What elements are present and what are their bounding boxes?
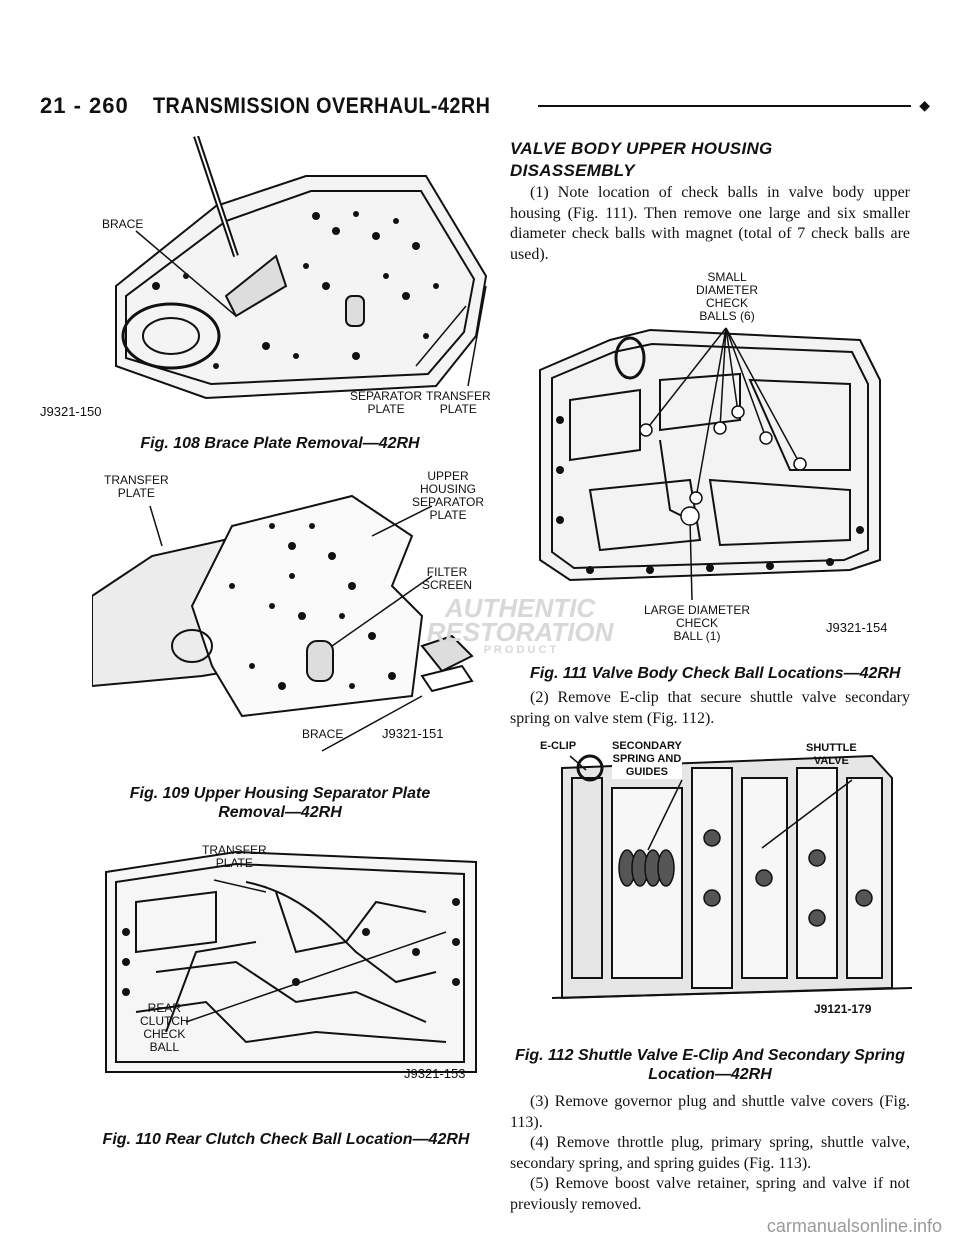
figure-code: J9321-154: [826, 620, 888, 635]
figure-109: TRANSFER PLATE UPPER HOUSING SEPARATOR P…: [92, 466, 512, 756]
callout-filter-screen: FILTER SCREEN: [422, 565, 473, 592]
callout-upper-housing: UPPER HOUSING SEPARATOR PLATE: [412, 469, 485, 522]
figure-code: J9121-179: [814, 1002, 872, 1016]
callout-eclip: E-CLIP: [540, 740, 577, 752]
page-header: 21 - 260 TRANSMISSION OVERHAUL-42RH ◆: [40, 92, 930, 120]
step-2-paragraph: (2) Remove E-clip that secure shuttle va…: [510, 688, 910, 729]
step-1-paragraph: (1) Note location of check balls in valv…: [510, 183, 910, 265]
page-title: TRANSMISSION OVERHAUL-42RH: [152, 93, 491, 118]
figure-112-caption: Fig. 112 Shuttle Valve E-Clip And Second…: [515, 1047, 905, 1083]
steps-3-5: (3) Remove governor plug and shuttle val…: [510, 1092, 910, 1215]
callout-shuttle-valve: SHUTTLE VALVE: [806, 742, 857, 767]
step-5-text: (5) Remove boost valve retainer, spring …: [510, 1175, 910, 1213]
figure-code: J9321-151: [382, 726, 444, 741]
figure-111: SMALL DIAMETER CHECK BALLS (6) LARGE DIA…: [530, 270, 910, 643]
callout-brace: BRACE: [102, 217, 144, 231]
step-3-text: (3) Remove governor plug and shuttle val…: [510, 1093, 910, 1131]
figure-code: J9321-153: [404, 1066, 466, 1081]
callout-rear-clutch-check-ball: REAR CLUTCH CHECK BALL: [140, 1001, 189, 1054]
figure-108: BRACE SEPARATOR PLATE TRANSFER PLATE J93…: [40, 136, 496, 424]
step-2-text: (2) Remove E-clip that secure shuttle va…: [510, 689, 910, 727]
rear-clutch-illustration: [105, 850, 477, 1073]
figure-112: E-CLIP SECONDARY SPRING AND GUIDES SHUTT…: [540, 738, 912, 1020]
site-watermark: carmanualsonline.info: [766, 1216, 942, 1236]
figure-108-caption: Fig. 108 Brace Plate Removal—42RH: [140, 435, 420, 452]
callout-small-check-balls: SMALL DIAMETER CHECK BALLS (6): [696, 270, 759, 323]
callout-separator-plate: SEPARATOR PLATE: [350, 389, 423, 416]
figure-109-caption: Fig. 109 Upper Housing Separator Plate R…: [129, 785, 431, 821]
callout-secondary-spring: SECONDARY SPRING AND GUIDES: [612, 740, 682, 779]
callout-transfer-plate: TRANSFER PLATE: [426, 389, 491, 416]
watermark-line: RESTORATION: [426, 617, 614, 647]
callout-transfer-plate: TRANSFER PLATE: [202, 843, 267, 870]
figure-110: TRANSFER PLATE REAR CLUTCH CHECK BALL J9…: [96, 832, 496, 1082]
figure-code: J9321-150: [40, 404, 102, 419]
figure-111-caption: Fig. 111 Valve Body Check Ball Locations…: [530, 665, 901, 682]
shuttle-valve-illustration: [552, 738, 912, 1020]
watermark-line: P R O D U C T: [483, 644, 557, 656]
brace-plate-illustration: [115, 136, 488, 400]
section-title: VALVE BODY UPPER HOUSING DISASSEMBLY: [510, 139, 773, 180]
callout-transfer-plate: TRANSFER PLATE: [104, 473, 169, 500]
check-ball-locations-illustration: [539, 327, 881, 601]
separator-plate-illustration: [92, 494, 474, 752]
watermark-logo: AUTHENTIC RESTORATION P R O D U C T: [420, 593, 620, 656]
callout-brace: BRACE: [302, 727, 344, 741]
callout-large-check-ball: LARGE DIAMETER CHECK BALL (1): [644, 603, 751, 643]
step-1-text: (1) Note location of check balls in valv…: [510, 184, 910, 263]
page-number: 21 - 260: [40, 93, 129, 118]
diamond-icon: ◆: [919, 98, 930, 114]
header-rule: [537, 105, 912, 107]
figure-110-caption: Fig. 110 Rear Clutch Check Ball Location…: [102, 1131, 470, 1148]
step-4-text: (4) Remove throttle plug, primary spring…: [510, 1134, 910, 1172]
watermark-line: AUTHENTIC: [444, 593, 596, 623]
